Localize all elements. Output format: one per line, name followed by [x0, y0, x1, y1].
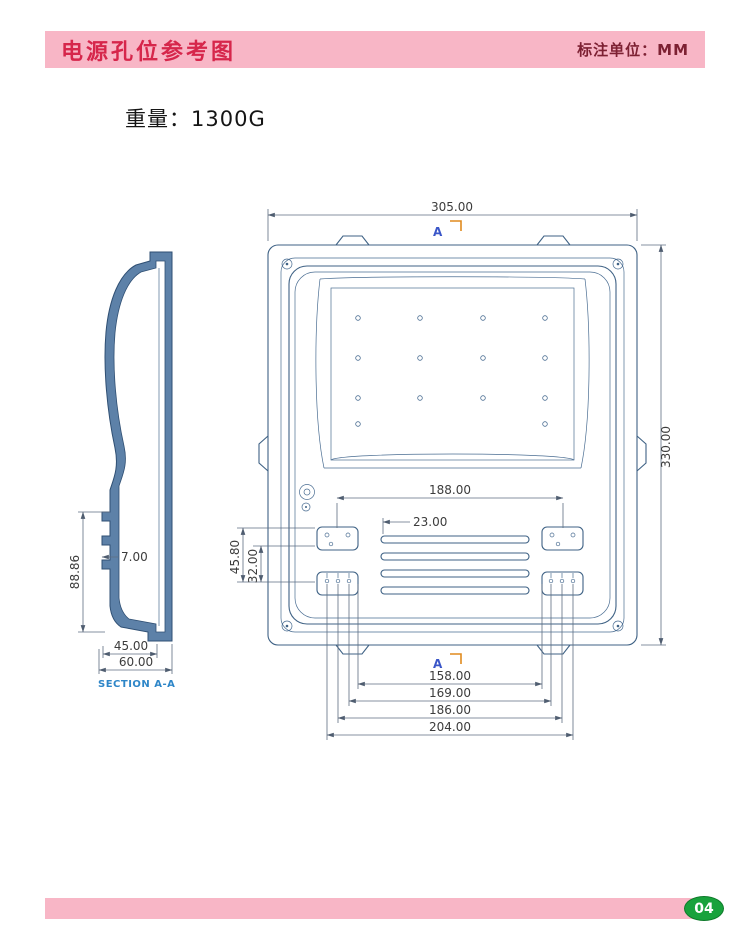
dim-side-45: 45.00 [114, 639, 148, 653]
dim-side-60: 60.00 [119, 655, 153, 669]
section-cavity [113, 260, 166, 633]
inner-wall-3 [294, 271, 611, 619]
cable-gland-cutouts [316, 526, 584, 596]
back-plate [330, 287, 575, 461]
dim-width-305: 305.00 [431, 200, 473, 214]
vent-slots [380, 535, 530, 595]
tab-top-right [536, 235, 571, 246]
dim-span-188: 188.00 [429, 483, 471, 497]
dim-height-330: 330.00 [659, 426, 673, 468]
page-number-badge: 04 [684, 896, 724, 921]
footer-bar [45, 898, 705, 919]
tab-bottom-right [536, 644, 571, 655]
section-marker-top: A [433, 225, 443, 239]
inner-wall-1 [280, 257, 625, 633]
weight-label: 重量：1300G [125, 107, 266, 131]
main-front-view [258, 235, 647, 655]
side-view-dimensions: 88.86 7.00 45.00 60.00 SECTION A-A [68, 511, 175, 690]
drain-hole-symbol [299, 484, 315, 512]
tab-top-left [335, 235, 370, 246]
dim-slot-23: 23.00 [413, 515, 447, 529]
dim-side-height: 88.86 [68, 555, 82, 589]
unit-label: 标注单位：MM [577, 41, 689, 59]
section-flag-bottom [450, 653, 462, 664]
inner-wall-2 [288, 265, 617, 625]
dim-v-32-00: 32.00 [246, 549, 260, 583]
tab-left-side [258, 435, 269, 472]
section-flag-top [450, 220, 462, 231]
dim-notch-depth: 7.00 [121, 550, 148, 564]
tab-bottom-left [335, 644, 370, 655]
dim-v-45-80: 45.80 [228, 540, 242, 574]
header-bar: 电源孔位参考图 标注单位：MM [45, 31, 705, 68]
main-view-dimensions: 305.00 330.00 A A 188.00 23.00 45.80 32.… [228, 200, 673, 740]
hole-grid [355, 315, 548, 427]
dim-chain-204: 204.00 [429, 720, 471, 734]
corner-screw-holes [281, 258, 624, 632]
section-label: SECTION A-A [98, 679, 175, 690]
dim-chain-169: 169.00 [429, 686, 471, 700]
tab-right-side [636, 435, 647, 472]
section-marker-bottom: A [433, 657, 443, 671]
reflector-opening [315, 276, 590, 469]
dim-chain-158: 158.00 [429, 669, 471, 683]
dim-chain-186: 186.00 [429, 703, 471, 717]
side-section-view [101, 251, 173, 642]
page-title: 电源孔位参考图 [61, 38, 237, 65]
outer-flange [267, 244, 638, 646]
